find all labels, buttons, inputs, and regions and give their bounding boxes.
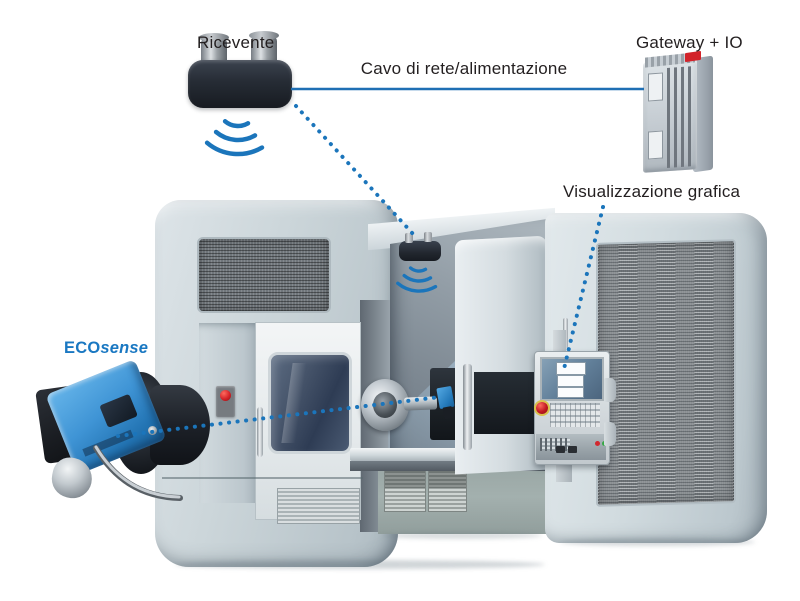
screen-dialog-window — [557, 387, 584, 398]
cable-label: Cavo di rete/alimentazione — [360, 59, 568, 78]
emergency-stop-button — [536, 402, 548, 414]
cnc-port — [568, 446, 577, 453]
gateway-window — [648, 130, 663, 160]
cnc-button-rows — [540, 438, 570, 451]
lathe-bed-shadow — [350, 461, 548, 471]
screen-dialog-window — [556, 362, 586, 375]
receiver-label: Ricevente — [197, 33, 275, 52]
display-label: Visualizzazione grafica — [563, 182, 741, 201]
inner-receiver-device — [399, 241, 441, 261]
inner-receiver-connector — [424, 232, 432, 242]
wifi-signal-icon — [204, 119, 265, 157]
receiver-device — [188, 60, 292, 108]
receiver-connector — [249, 31, 279, 64]
lathe-chuck-hub — [373, 392, 397, 418]
base-vent-grille — [428, 468, 467, 512]
sensor-window — [99, 393, 138, 428]
door-window — [268, 352, 352, 454]
sensor-stripe — [82, 429, 134, 457]
left-bottom-grille — [277, 488, 360, 524]
floor-shadow — [175, 560, 545, 569]
panel-side-clip — [604, 422, 616, 446]
panel-mount-arm — [556, 460, 572, 482]
base-vent-grille — [384, 468, 426, 512]
ecosense-brand-bold: ECO — [64, 339, 101, 357]
cnc-keyboard — [550, 403, 600, 427]
ecosense-brand-italic: sense — [100, 339, 149, 357]
floor-shadow — [560, 538, 755, 546]
door-handle — [257, 407, 263, 457]
gateway-label: Gateway + IO — [636, 33, 743, 52]
gateway-device — [641, 50, 717, 175]
screen-dialog-window — [557, 375, 584, 387]
gateway-vent-slots — [667, 66, 695, 168]
floor-shadow — [382, 532, 542, 539]
left-vent-grille — [197, 237, 331, 313]
cnc-port — [556, 446, 565, 453]
panel-side-clip — [604, 378, 616, 402]
tool-shaft — [403, 396, 438, 411]
ecosense-brand-label: ECOsense — [64, 339, 148, 358]
cnc-led-red — [595, 441, 600, 446]
right-vent-grille — [596, 239, 736, 507]
red-button — [220, 390, 231, 401]
pillar-trim-handle — [463, 364, 472, 450]
sensor-fitting-bolt — [148, 426, 157, 435]
gateway-window — [648, 72, 663, 102]
cabinet-seam — [162, 477, 363, 479]
inner-receiver-connector — [405, 233, 413, 243]
